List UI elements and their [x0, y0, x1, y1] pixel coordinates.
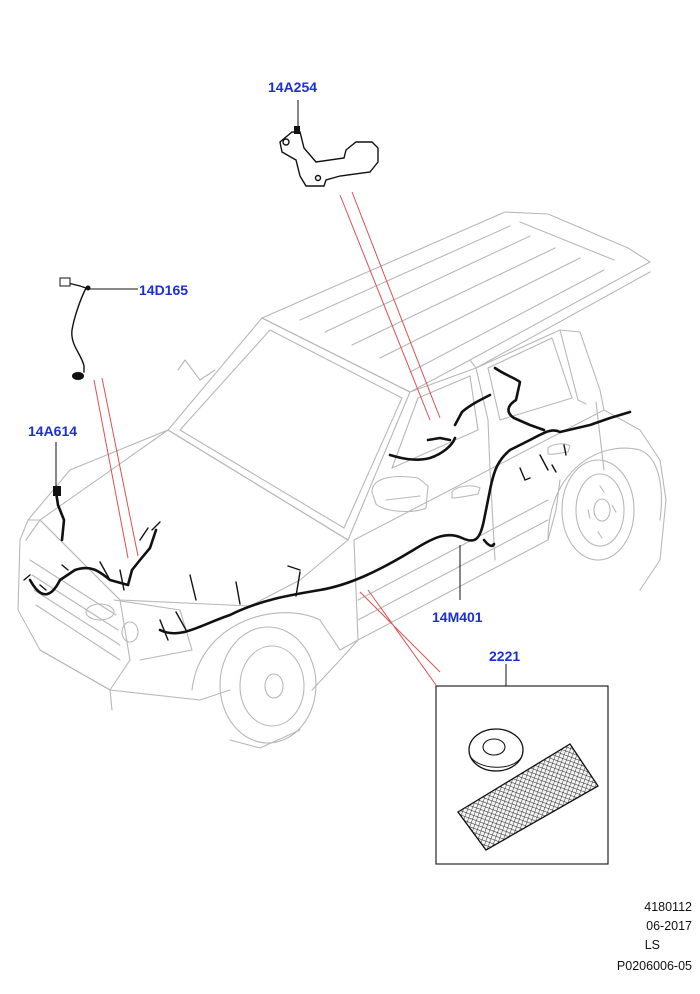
reference-lines: [93, 191, 441, 686]
callout-14a254: 14A254: [268, 79, 317, 95]
callout-leaders: [55, 100, 507, 686]
mesh-tape-part: [457, 743, 599, 851]
sensor-lead-14d165: [59, 277, 91, 380]
drawing-code: LS: [644, 938, 660, 952]
callout-14d165: 14D165: [139, 282, 188, 298]
callout-14m401: 14M401: [432, 609, 483, 625]
illustration-id: P0206006-05: [616, 959, 692, 973]
main-wiring-harness: [23, 366, 632, 641]
vehicle-outline: [17, 211, 667, 749]
bracket-14a254: [279, 126, 379, 187]
harness-14a614: [53, 486, 61, 496]
grommet-part: [468, 728, 524, 772]
callout-2221: 2221: [489, 648, 520, 664]
drawing-date: 06-2017: [646, 919, 692, 933]
callout-14a614: 14A614: [28, 423, 77, 439]
inset-kit-2221: [435, 685, 609, 865]
drawing-number: 4180112: [644, 900, 692, 914]
